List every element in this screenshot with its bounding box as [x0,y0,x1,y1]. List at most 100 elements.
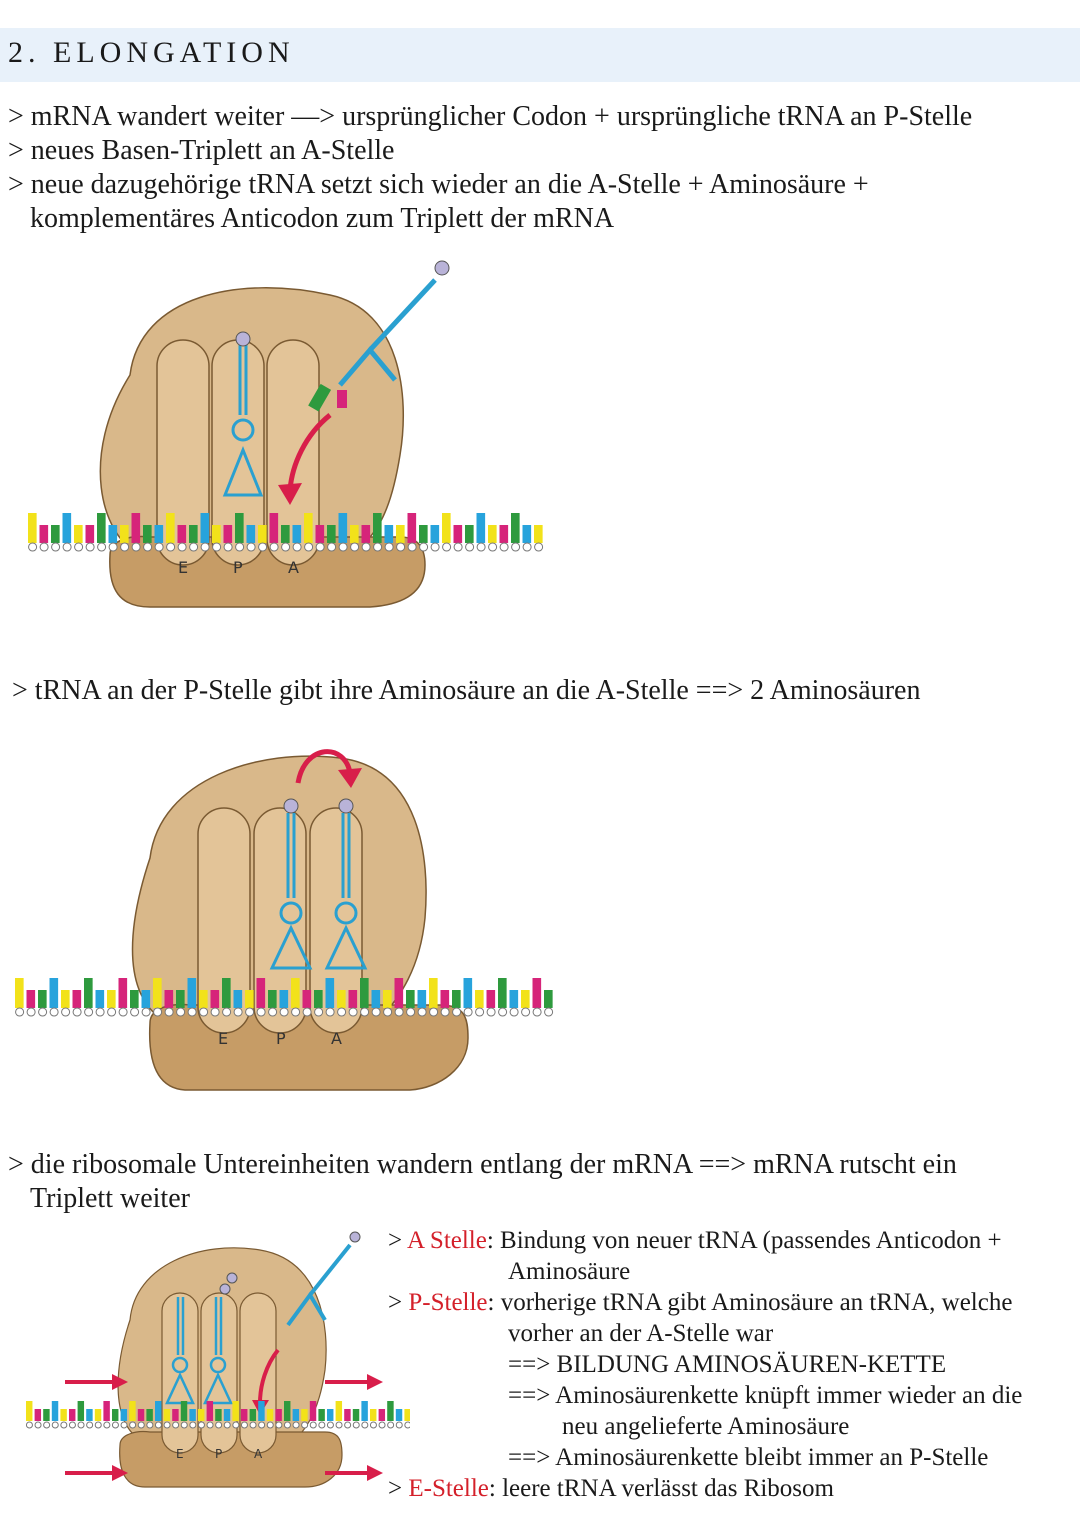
mrna-base [335,1401,343,1421]
mrna-base [383,990,392,1008]
binding-arrow [258,1348,280,1404]
mrna-backbone-unit [327,542,337,552]
mrna-backbone-unit [120,1421,128,1429]
mrna-base [291,978,300,1008]
mrna-base [371,990,381,1008]
mrna-backbone-unit [301,1421,309,1429]
mrna-base [60,1409,67,1421]
mrna-base [61,990,70,1008]
mrna-backbone-unit [309,1421,317,1429]
mrna-backbone-unit [430,542,440,552]
mrna-backbone-unit [153,1007,163,1017]
mrna-backbone-unit [49,1007,59,1017]
mrna-base [94,1409,102,1421]
mrna-base [95,990,105,1008]
site-label-a: A [288,558,299,577]
site-label-e: E [218,1029,228,1048]
mrna-base [314,990,323,1008]
mrna-base [499,525,509,543]
intro-bullet-3-continued: komplementäres Anticodon zum Triplett de… [30,203,615,234]
mrna-backbone-unit [352,1421,360,1429]
a-site-label: A Stelle [406,1227,487,1254]
ribosome-figure-tRNA-binding: E P A [28,260,544,608]
mrna-base [232,1401,239,1421]
mrna-backbone-unit [210,1007,220,1017]
mrna-base [442,513,451,543]
mrna-base [51,1401,59,1421]
mrna-base [292,525,302,543]
mrna-base [521,990,530,1008]
mrna-backbone-unit [137,1421,145,1429]
mrna-base [361,525,371,543]
mrna-base [163,1409,171,1421]
transfer-arrow [295,749,353,784]
mrna-backbone-unit [120,542,130,552]
summary-e-site: > E-Stelle: leere tRNA verlässt das Ribo… [388,1475,834,1502]
mrna-base [404,1409,410,1421]
mrna-base [337,990,346,1008]
intro-bullet-2: > neues Basen-Triplett an A-Stelle [8,135,395,166]
mrna-base [522,525,532,543]
mrna-backbone-unit [249,1421,257,1429]
section-header-bar [0,28,1080,82]
summary-p-site-line-6: ==> Aminosäurenkette bleibt immer an P-S… [508,1444,989,1471]
mrna-base [476,513,486,543]
binding-arrow [287,413,332,491]
mrna-backbone-unit [534,542,544,552]
mrna-backbone-unit [335,1421,343,1429]
mrna-base [146,1409,153,1421]
trna-e-site [165,1297,195,1405]
mrna-base [154,525,164,543]
mrna-backbone-unit [97,542,107,552]
summary-p-site-line-4: ==> Aminosäurenkette knüpft immer wieder… [508,1382,1023,1409]
mrna-base [360,978,369,1008]
mrna-base [394,978,404,1008]
mrna-backbone-unit [371,1007,381,1017]
mrna-base [180,1401,188,1421]
mrna-backbone-unit [215,1421,223,1429]
mrna-backbone-unit [337,1007,347,1017]
mrna-backbone-unit [62,542,72,552]
binding-arrow-head [278,483,302,505]
mrna-backbone-unit [429,1007,439,1017]
mrna-backbone-unit [498,1007,508,1017]
mrna-backbone-unit [344,1421,352,1429]
mrna-backbone-unit [325,1007,335,1017]
mrna-base [511,513,520,543]
mrna-backbone-unit [406,1007,416,1017]
trna-incoming [286,1243,352,1327]
mrna-base [309,1401,317,1421]
mrna-base [210,990,220,1008]
mrna-base [266,1409,274,1421]
mrna-base [488,525,497,543]
mrna-backbone-unit [111,1421,119,1429]
mrna-backbone-unit [94,1421,102,1429]
mrna-base [223,1409,231,1421]
mrna-backbone-unit [407,542,417,552]
mrna-backbone-unit [387,1421,395,1429]
mrna-base [350,525,359,543]
amino-acid-incoming [349,1231,361,1243]
mrna-backbone-unit [146,1421,154,1429]
mrna-base [387,1401,394,1421]
amino-acid-incoming [434,260,450,276]
mrna-backbone-unit [95,1007,105,1017]
mrna-backbone-unit [292,542,302,552]
mrna-backbone-unit [378,1421,386,1429]
site-label-p: P [276,1029,286,1048]
mrna-base [325,978,335,1008]
mrna-base [206,1401,214,1421]
mrna-base [120,1409,128,1421]
mrna-backbone-unit [187,1007,197,1017]
mrna-backbone-unit [200,542,210,552]
mrna-backbone-unit [74,542,84,552]
mrna-backbone-unit [315,542,325,552]
mrna-backbone-unit [166,542,176,552]
mrna-base [370,1409,377,1421]
mrna-backbone-unit [361,1421,369,1429]
mrna-backbone-unit [258,1421,266,1429]
mrna-base [233,990,243,1008]
mrna-base [103,1401,110,1421]
mrna-backbone-unit [235,542,245,552]
mrna-base [28,513,37,543]
